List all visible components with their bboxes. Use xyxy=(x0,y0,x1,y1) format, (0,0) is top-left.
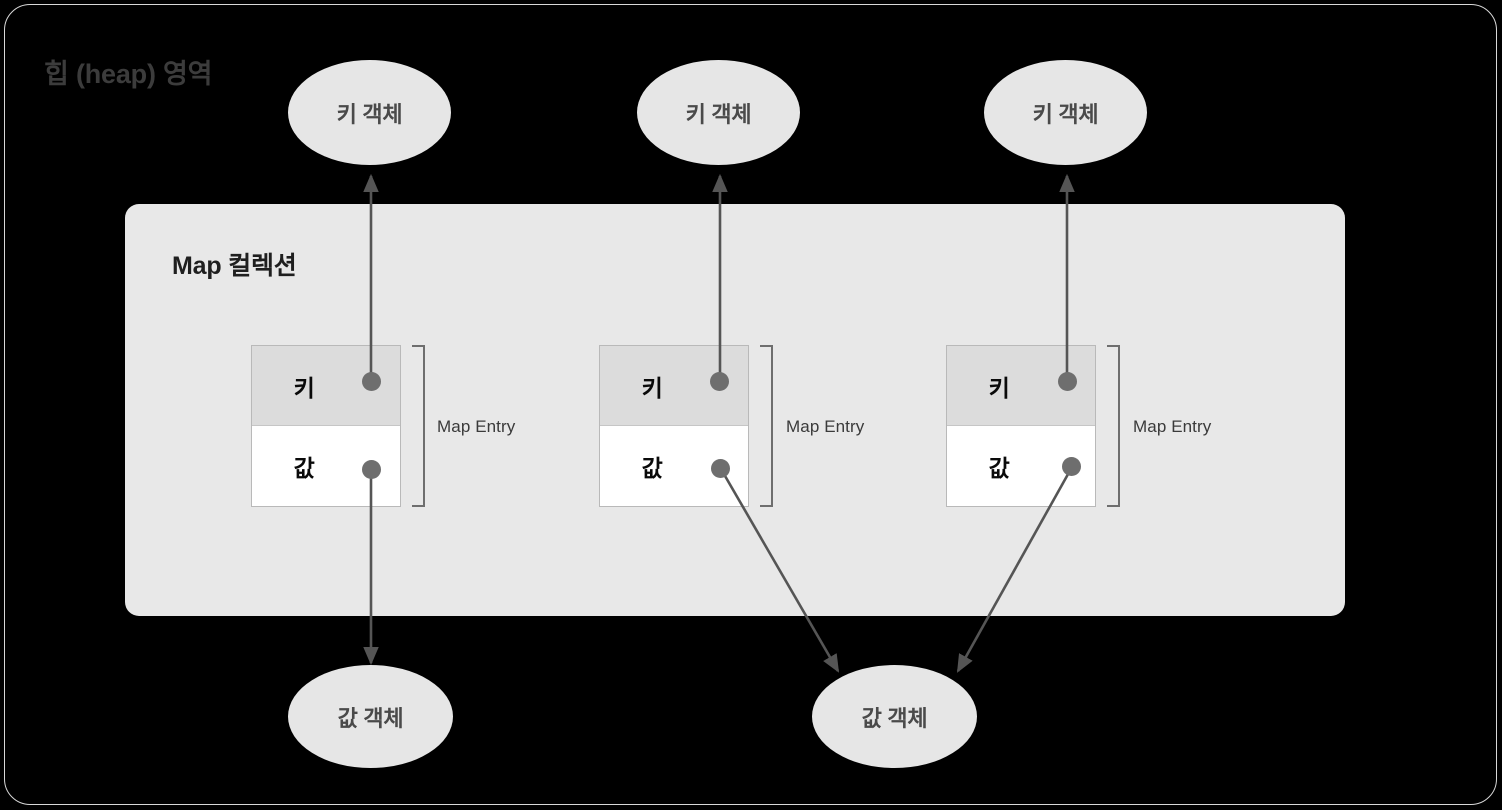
map-entry-key-text-2: 키 xyxy=(641,374,663,401)
map-entry-bracket-3 xyxy=(1107,345,1120,507)
heap-region-label: 힙 (heap) 영역 xyxy=(44,59,213,89)
key-object-node-3[interactable]: 키 객체 xyxy=(984,60,1147,165)
map-entry-key-text-1: 키 xyxy=(293,374,315,401)
value-object-label-1: 값 객체 xyxy=(337,705,404,731)
value-object-label-2: 값 객체 xyxy=(861,705,928,731)
key-connector-dot-3 xyxy=(1058,372,1077,391)
key-object-label-2: 키 객체 xyxy=(685,101,752,127)
key-object-node-1[interactable]: 키 객체 xyxy=(288,60,451,165)
map-entry-bracket-2 xyxy=(760,345,773,507)
map-entry-value-text-2: 값 xyxy=(641,455,663,481)
map-entry-caption-3: Map Entry xyxy=(1133,417,1212,436)
value-connector-dot-3 xyxy=(1062,457,1081,476)
map-entry-caption-1: Map Entry xyxy=(437,417,516,436)
map-collection-label: Map 컬렉션 xyxy=(172,252,297,280)
value-object-node-1[interactable]: 값 객체 xyxy=(288,665,453,768)
key-object-label-3: 키 객체 xyxy=(1032,101,1099,127)
value-connector-dot-2 xyxy=(711,459,730,478)
map-entry-key-text-3: 키 xyxy=(988,374,1010,401)
map-entry-box-3[interactable]: 키 값 xyxy=(946,345,1096,507)
key-connector-dot-1 xyxy=(362,372,381,391)
key-object-node-2[interactable]: 키 객체 xyxy=(637,60,800,165)
map-entry-box-1[interactable]: 키 값 xyxy=(251,345,401,507)
map-entry-box-2[interactable]: 키 값 xyxy=(599,345,749,507)
value-connector-dot-1 xyxy=(362,460,381,479)
map-entry-bracket-1 xyxy=(412,345,425,507)
key-object-label-1: 키 객체 xyxy=(336,101,403,127)
value-object-node-2[interactable]: 값 객체 xyxy=(812,665,977,768)
map-entry-value-text-1: 값 xyxy=(293,455,315,481)
key-connector-dot-2 xyxy=(710,372,729,391)
map-entry-caption-2: Map Entry xyxy=(786,417,865,436)
map-entry-value-text-3: 값 xyxy=(988,455,1010,481)
